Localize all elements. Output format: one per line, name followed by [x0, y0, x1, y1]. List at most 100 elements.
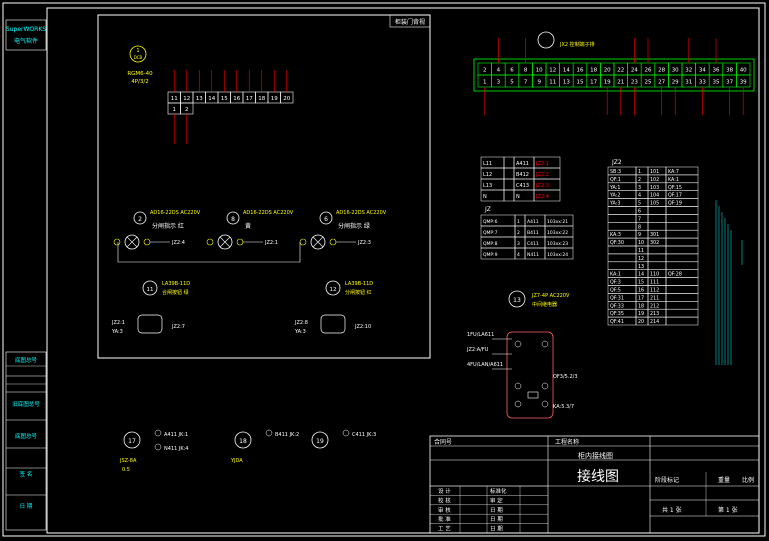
inner-frame [46, 7, 760, 534]
jz2-cell-text: QF:3 [610, 280, 621, 286]
relay-contact [514, 340, 522, 348]
terminal-lower-number: 33 [699, 80, 706, 86]
terminal-upper-number: 6 [510, 68, 514, 74]
sign-row-label: 批 准 [438, 515, 451, 523]
jz2-cell-text: QF:17 [668, 193, 682, 199]
terminal-upper-number: 24 [631, 68, 638, 74]
jz1-cell [503, 178, 515, 191]
lamp-model: AD16-22DS AC220V [336, 210, 387, 216]
button-model: LA39B-11D [345, 281, 373, 287]
jz1-cell-text: B412 [516, 172, 529, 178]
sign-row-label: 审 核 [438, 506, 451, 514]
jz2-cell [665, 261, 699, 270]
top-terminal-number: 14 [208, 96, 215, 102]
jz2-cell-text: 213 [650, 311, 659, 317]
button-left-ref: JZ2:8 [294, 320, 308, 326]
lamp-terminal-right [236, 238, 244, 246]
title-block-frame [429, 435, 760, 534]
jz2-cell-text: 302 [650, 240, 659, 246]
sidebar-label-3: 签 名 [20, 470, 33, 478]
relay-contact [541, 382, 549, 390]
jz1-sub-text: 103xx:24 [547, 252, 568, 258]
relay-right-label: KA:5.3/7 [553, 404, 574, 410]
relay-left-label: JZ2:A/FU [466, 347, 489, 353]
top-terminal-number: 18 [258, 96, 265, 102]
jz2-cell-text: 104 [650, 193, 659, 199]
weight-label: 重量 [718, 476, 730, 484]
jz2-cell-text: QF:19 [668, 201, 682, 207]
jz2-cell-text: 4 [638, 193, 641, 199]
jz2-cell-text: KA:1 [610, 272, 621, 278]
terminal-upper-number: 34 [699, 68, 706, 74]
jz2-cell-text: YA:3 [609, 201, 620, 207]
fuse-model: RGM6-40 [127, 71, 153, 77]
fuse-id: 1 [136, 48, 139, 54]
jz2-cell [647, 261, 667, 270]
fuse-component: 1 DCB RGM6-40 4P/3/2 [127, 45, 153, 85]
lamp-terminal-right [143, 238, 151, 246]
button-left-ref: YA:3 [294, 329, 306, 335]
terminal-lower-number: 23 [631, 80, 638, 86]
button-tag-circle [325, 280, 341, 296]
jz2-cell-text: QF:1 [610, 177, 621, 183]
jz2-cell-text: 11 [638, 248, 644, 254]
terminal-upper-number: 40 [740, 68, 747, 74]
jz2-cell [607, 222, 637, 231]
button-body [137, 314, 163, 334]
sidebar-label-0: 底图总号 [15, 356, 38, 364]
jz1-sub-text: B411 [527, 230, 539, 236]
terminal-upper-number: 18 [590, 68, 597, 74]
jz2-cell-text: 6 [638, 209, 641, 215]
jz1-title: JZ [484, 206, 491, 213]
terminal-upper-number: 8 [524, 68, 528, 74]
button-right-ref: JZ2:10 [354, 324, 371, 330]
button-body [320, 314, 346, 334]
bottom-comp-link: N411 JK:4 [164, 446, 189, 452]
jz2-cell-text: 8 [638, 224, 641, 230]
jz1-sub-text: N411 [527, 252, 539, 258]
relay-left-label: 1FU/LA611 [467, 332, 494, 338]
top-terminal-number: 12 [183, 96, 190, 102]
jz1-sub-text: QMP:7 [483, 230, 498, 236]
lamp-label: 分闸指示 绿 [338, 222, 370, 230]
terminal-lower-number: 37 [726, 80, 733, 86]
drawing-name: 接线图 [577, 468, 619, 485]
jz2-cell-text: QF:5 [610, 288, 621, 294]
sign-row-label: 校 核 [438, 496, 451, 504]
jz2-cell-text: 10 [638, 240, 644, 246]
terminal-upper-number: 10 [536, 68, 543, 74]
terminal-lower-number: 39 [740, 80, 747, 86]
jz2-cell [665, 214, 699, 223]
relay-label: 中间继电器 [532, 301, 557, 308]
terminal-lower-number: 19 [604, 80, 611, 86]
jz2-cell [665, 222, 699, 231]
jz1-cell-text: JZ2:2 [535, 172, 549, 178]
jz2-cell [607, 261, 637, 270]
sign-row-label: 设 计 [438, 487, 451, 495]
jz2-cell-text: QF:33 [610, 303, 624, 309]
jz2-cell [607, 245, 637, 255]
lamp-cross [219, 236, 231, 248]
jz1-cell [503, 156, 515, 169]
lamp-cross [312, 236, 324, 248]
jz2-cell-text: SB:3 [610, 169, 621, 175]
lamp-label: 分闸指示 红 [152, 222, 184, 230]
terminal-lower-number: 17 [590, 80, 597, 86]
jz2-cell [665, 293, 699, 302]
jz2-cell-text: QF:31 [610, 295, 624, 301]
lamp-terminal-right [329, 238, 337, 246]
drawing-subtitle: 柜内接线图 [578, 451, 613, 460]
jz1-sub-text: A411 [527, 219, 539, 225]
button-tag-circle [142, 280, 158, 296]
jz1-sub-text: QMP:6 [483, 219, 498, 225]
lamp-tag-circle [319, 211, 333, 225]
bottom-comp-terminal [342, 429, 350, 437]
jz2-cell-text: QF:35 [610, 311, 624, 317]
terminal-lower-number: 3 [497, 80, 501, 86]
top-terminal-number: 13 [196, 96, 203, 102]
jz1-cell-text: JZ2:4 [535, 194, 549, 200]
relay-contact [541, 340, 549, 348]
